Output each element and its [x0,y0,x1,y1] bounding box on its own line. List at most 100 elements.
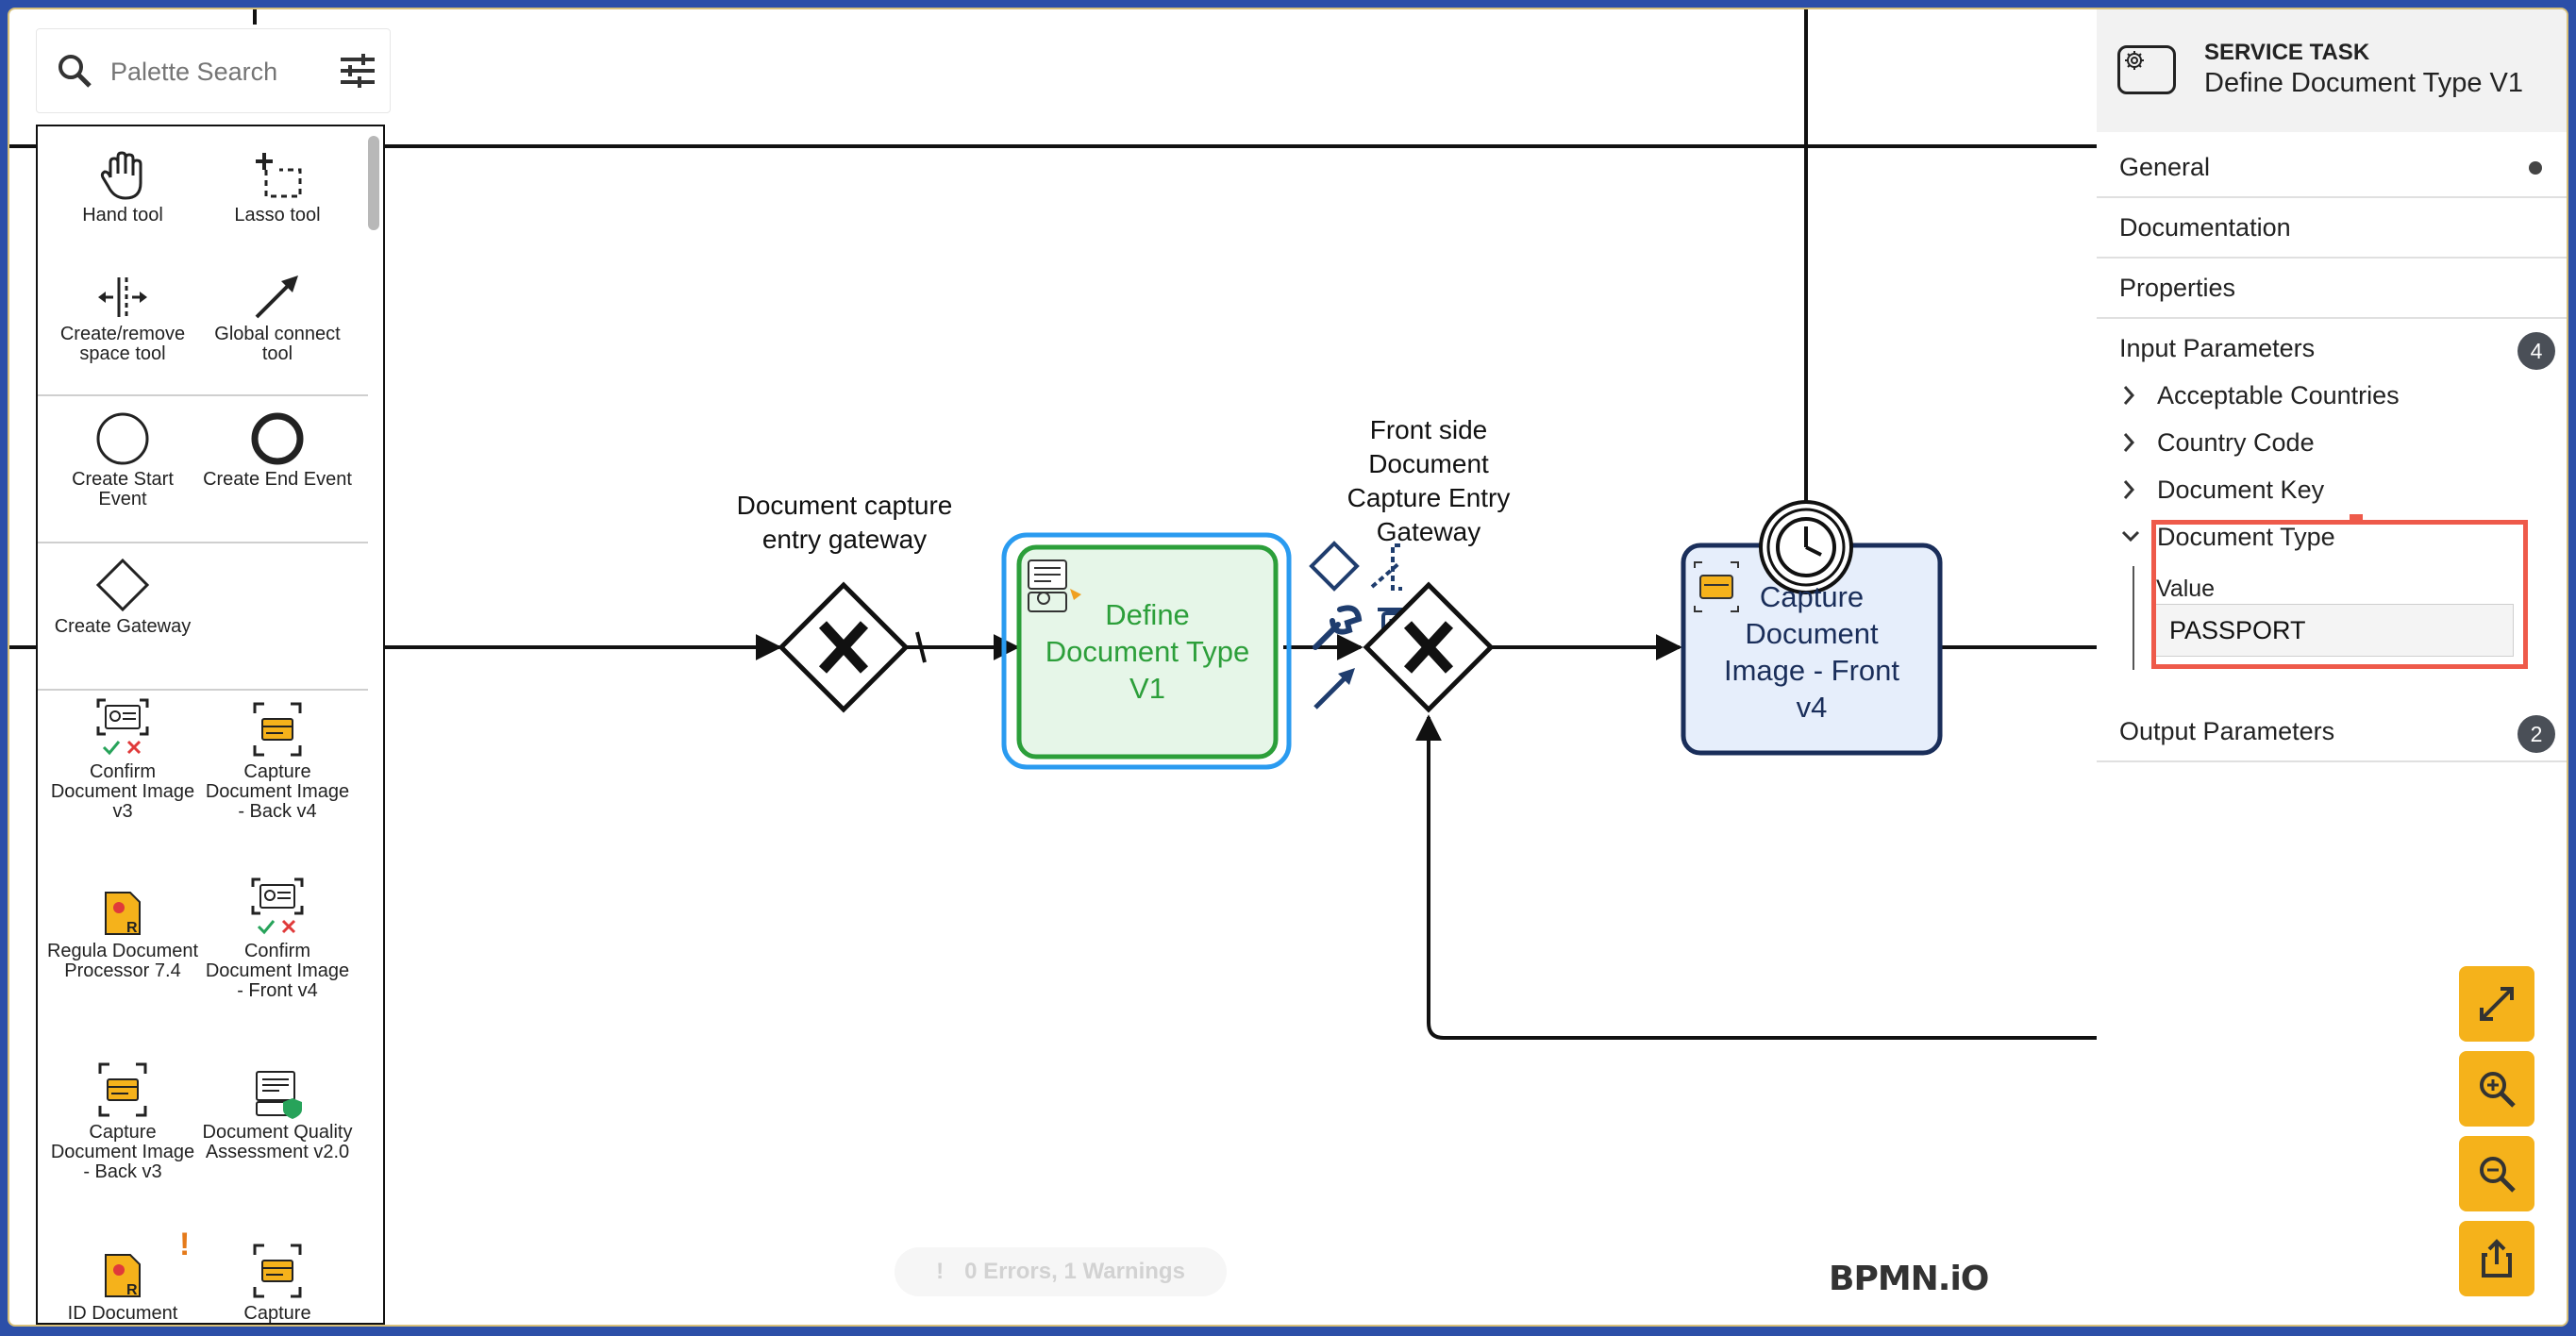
warning-icon: ! [936,1259,945,1284]
confirm-document-icon [96,698,149,756]
document-quality-assessment[interactable]: Document Quality Assessment v2.0 [200,1053,355,1162]
space-tool-icon [98,277,147,317]
param-name: Document Type [2157,523,2335,551]
tool-label: Capture Document Image - Back v3 [50,1122,195,1182]
capture-document-image-back-v4[interactable]: Capture Document Image - Back v4 [200,693,355,822]
filter-settings-icon[interactable] [339,52,376,90]
properties-header: SERVICE TASK Define Document Type V1 [2097,9,2567,132]
tool-label: Regula Document Processor 7.4 [46,941,199,981]
hand-tool[interactable]: Hand tool [45,136,200,225]
group-output-parameters[interactable]: Output Parameters 2 [2097,702,2567,762]
bpmn-io-logo[interactable]: BPMN.iO [1829,1260,1989,1298]
tool-palette[interactable]: Hand tool Lasso tool Create/remove space… [36,125,385,1325]
chevron-down-icon [2121,530,2140,543]
hand-icon [100,151,142,200]
palette-separator [38,542,368,543]
diagram-canvas[interactable]: Document capture entry gateway Define Do… [9,9,2104,1325]
element-name-label: Define Document Type V1 [2204,68,2523,98]
change-type-wrench-icon[interactable] [1313,605,1363,650]
capture-document-icon [253,1244,302,1298]
tool-label: Create Start Event [72,469,174,509]
capture-document-type-icon [1694,561,1739,612]
service-task-type-icon [1028,559,1081,612]
group-input-parameters[interactable]: Input Parameters 4 [2097,319,2567,377]
space-tool[interactable]: Create/remove space tool [45,255,200,364]
id-document-icon: R [105,1254,141,1298]
tool-label: Confirm Document Image - Front v4 [205,941,350,1001]
palette-separator [38,394,368,396]
group-title: Properties [2119,274,2236,302]
gateway-icon [95,558,150,612]
create-start-event[interactable]: Create Start Event [45,400,200,509]
confirm-document-image-v3[interactable]: Confirm Document Image v3 [45,693,200,822]
diagram-svg[interactable] [9,9,2104,1325]
palette-warning-mark: ! [179,1227,191,1262]
chevron-right-icon [2123,433,2135,452]
timer-boundary-event[interactable] [1759,500,1853,594]
start-event-icon [96,412,149,465]
share-export-icon [2482,1239,2512,1278]
lint-status-pill[interactable]: ! 0 Errors, 1 Warnings [895,1247,1227,1296]
palette-search-box[interactable] [36,28,391,113]
service-task-gear-icon [2117,45,2176,94]
group-title: General [2119,153,2211,181]
task2-label: Capture Document Image - Front v4 [1723,580,1900,724]
gateway2-label: Front side Document Capture Entry Gatewa… [1347,415,1511,546]
confirm-document-icon [251,877,304,935]
service-task-define-document-type[interactable] [1016,544,1279,760]
capture-document-icon [253,702,302,757]
capture-document-image-back-v3[interactable]: Capture Document Image - Back v3 [45,1053,200,1182]
exclusive-gateway-1[interactable] [778,581,910,713]
palette-search-input[interactable] [109,50,320,93]
create-gateway[interactable]: Create Gateway [45,547,200,637]
group-properties[interactable]: Properties [2097,259,2567,319]
zoom-in-icon [2480,1072,2516,1108]
group-title: Output Parameters [2119,717,2335,745]
zoom-in-button[interactable] [2459,1051,2534,1127]
exclusive-gateway-2[interactable] [1363,581,1495,713]
expand-arrows-icon [2480,987,2514,1021]
tool-label: Create/remove space tool [59,324,186,364]
svg-text:R: R [126,1282,138,1298]
quality-assessment-icon [256,1071,302,1119]
id-document[interactable]: R ID Document [45,1234,200,1323]
group-general[interactable]: General [2097,138,2567,198]
tool-label: Global connect tool [214,324,341,364]
zoom-out-icon [2480,1157,2516,1193]
tool-label: Confirm Document Image v3 [50,761,195,822]
create-end-event[interactable]: Create End Event [200,400,355,490]
palette-separator [38,689,368,691]
export-button[interactable] [2459,1221,2534,1296]
value-label: Value [2156,576,2216,602]
palette-scrollbar[interactable] [368,136,379,230]
expanded-section-line [2133,566,2134,670]
capture-tool[interactable]: Capture [200,1234,355,1323]
output-count-badge: 2 [2517,715,2555,753]
tool-label: Document Quality Assessment v2.0 [202,1122,353,1162]
lasso-icon [256,153,302,198]
fit-viewport-button[interactable] [2459,966,2534,1042]
chevron-right-icon [2123,386,2135,405]
zoom-out-button[interactable] [2459,1136,2534,1211]
selection-outline [1001,532,1292,770]
append-text-annotation-icon[interactable] [1370,543,1402,591]
tool-label: Lasso tool [234,205,321,225]
confirm-document-image-front-v4[interactable]: Confirm Document Image - Front v4 [200,872,355,1001]
lasso-tool[interactable]: Lasso tool [200,136,355,225]
highlight-annotation-box [2151,520,2528,669]
param-name: Acceptable Countries [2157,381,2400,409]
app-frame: Document capture entry gateway Define Do… [8,8,2568,1327]
task1-label: Define Document Type V1 [1045,598,1250,705]
input-count-badge: 4 [2517,332,2555,370]
tool-label: Capture Document Image - Back v4 [205,761,350,822]
regula-processor-icon: R [105,892,141,936]
append-gateway-icon[interactable] [1309,541,1360,592]
connect-arrow-icon [255,276,298,319]
group-title: Input Parameters [2119,334,2316,362]
global-connect-tool[interactable]: Global connect tool [200,255,355,364]
document-type-value-input[interactable] [2155,604,2514,657]
connect-arrow-icon[interactable] [1313,668,1355,710]
regula-document-processor[interactable]: R Regula Document Processor 7.4 [45,872,200,981]
group-documentation[interactable]: Documentation [2097,198,2567,259]
sequence-flow-loopback[interactable] [1415,714,2104,1040]
